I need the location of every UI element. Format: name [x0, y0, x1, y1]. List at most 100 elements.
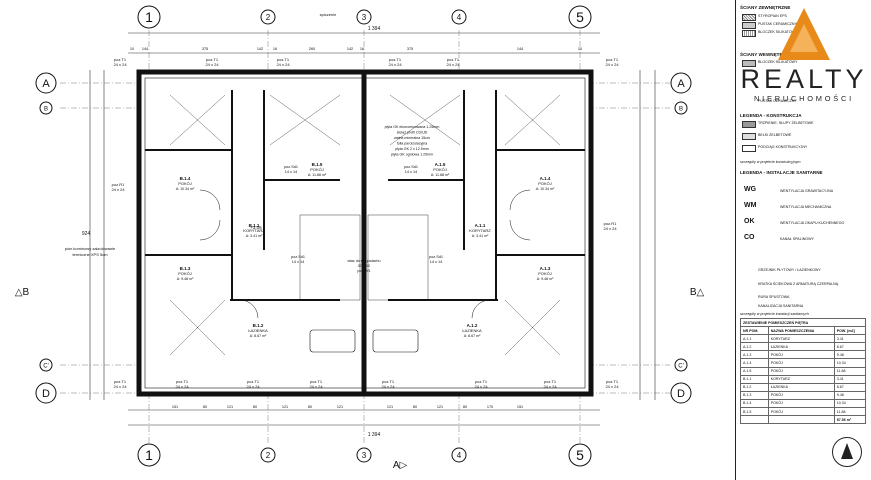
dim-bottom: 170 [487, 405, 493, 409]
dim-bottom: 80 [463, 405, 467, 409]
axis-circle [137, 5, 161, 29]
room-name: KORYTARZ [469, 228, 491, 233]
brand-subtitle: NIERUCHOMOŚCI [753, 94, 855, 103]
side-note: termiczne XPS 5cm [72, 252, 108, 257]
girder-symbol [742, 145, 756, 152]
window-size: 24 x 24 [113, 384, 127, 389]
legend-construction-3: PODCIĄG KONSTRUKCYJNY [758, 145, 808, 149]
axis-circle [35, 382, 57, 404]
axis-circle [451, 9, 467, 25]
construction-note: wełna mineralna 15cm [394, 136, 430, 140]
dim-top: 142 [257, 47, 263, 51]
legend-sewage: KANALIZACJA SANITARNA [758, 304, 804, 308]
dim-top: 10 [130, 47, 134, 51]
room-name: POKÓJ [310, 167, 324, 172]
room-area: A: 10.34 m² [176, 187, 195, 191]
axis-label-5: 5 [576, 447, 584, 463]
axis-label-2: 2 [266, 13, 271, 22]
window-size: 24 x 24 [246, 384, 260, 389]
table-cell: 87.56 m² [833, 415, 867, 425]
axis-circle [674, 358, 688, 372]
skylight-code: poz.Sd1 [429, 255, 443, 259]
window-size: 24 x 24 [276, 62, 290, 67]
room-area: A: 11.88 m² [431, 173, 450, 177]
window-code: poz.T1 [389, 57, 402, 62]
section-b-right: B△ [690, 287, 705, 298]
skylight-size: 14 x 14 [405, 170, 417, 174]
room-code: A.1.2 [467, 323, 478, 328]
axis-circle [39, 358, 53, 372]
table-cell: POKÓJ [767, 407, 835, 417]
axis-label-B: B [44, 107, 48, 113]
dim-top: 10 [578, 47, 582, 51]
window-size: 24 x 24 [446, 62, 460, 67]
window-size: 24 x 24 [309, 384, 323, 389]
window-size: 24 x 24 [381, 384, 395, 389]
room-code: A.1.1 [475, 223, 486, 228]
brand-name: REALTY [740, 64, 868, 94]
room-code: B.1.5 [312, 162, 323, 167]
axis-label-3: 3 [362, 13, 367, 22]
table-cell: A.1.2 [740, 342, 769, 352]
table-cell: KORYTARZ [767, 334, 835, 344]
legend-inner-2: PUSTAK CERAMICZNY [758, 99, 797, 103]
table-cell: 3.41 [833, 374, 867, 384]
legend-radiator: GRZEJNIK PŁYTOWY / ŁAZIENKOWY [758, 268, 821, 272]
window-code: poz.T1 [247, 379, 260, 384]
table-cell: A.1.1 [740, 334, 769, 344]
axis-circle [670, 72, 692, 94]
dim-bottom: 121 [282, 405, 288, 409]
construction-title: LEGENDA - KONSTRUKCJA [740, 113, 802, 118]
sanitary-label: KANAŁ SPALINOWY [780, 237, 814, 241]
table-title-row: ZESTAWIENIE POMIESZCZEŃ PIĘTRA [740, 317, 866, 328]
table-total: 87.56 m² [740, 415, 867, 425]
window-code: poz.T1 [606, 379, 619, 384]
room-code: B.1.2 [253, 323, 264, 328]
sanitary-symbol: WG [744, 186, 757, 193]
dim-top: 260 [309, 47, 315, 51]
window-size: 24 x 24 [175, 384, 189, 389]
table-cell: NR POM. [740, 326, 769, 336]
axis-circle [674, 101, 688, 115]
north-arrow-icon [841, 443, 853, 459]
dim-bottom: 121 [227, 405, 233, 409]
table-cell: POKÓJ [767, 398, 835, 409]
table-cell: A.1.5 [740, 366, 769, 376]
axis-circle [260, 9, 276, 25]
axis-label-D: D [677, 388, 685, 400]
axis-circle [670, 382, 692, 404]
dim-bottom: 80 [253, 405, 257, 409]
dim-top: 16 [273, 47, 277, 51]
construction-note: płyta GK 2 x 12.5mm [395, 147, 429, 151]
brand-logo: REALTY NIERUCHOMOŚCI [736, 8, 871, 103]
axis-label-B: B [679, 107, 683, 113]
axis-label-C': C' [43, 364, 48, 370]
beam-symbol [742, 133, 756, 140]
hatch-note: 50 x 50 [358, 264, 370, 268]
window-size: 24 x 24 [543, 384, 557, 389]
window-size: 24 x 24 [603, 226, 617, 231]
legend-panel: ŚCIANY ZEWNĘTRZNE STYROPIAN EPS PUSTAK C… [735, 0, 871, 480]
dim-bottom: 80 [203, 405, 207, 409]
room-name: KORYTARZ [243, 228, 265, 233]
room-area: A: 10.34 m² [536, 187, 555, 191]
table-cell: POKÓJ [767, 350, 835, 360]
room-area: A: 8.67 m² [250, 334, 267, 338]
table-cell: 11.88 [833, 366, 867, 376]
table-cell: 11.88 [833, 407, 867, 417]
skylight-code: poz.Sd1 [291, 255, 305, 259]
table-title: ZESTAWIENIE POMIESZCZEŃ PIĘTRA [740, 317, 866, 328]
window-code: poz.T1 [176, 379, 189, 384]
room-code: B.1.4 [180, 176, 191, 181]
window-size: 24 x 24 [388, 62, 402, 67]
table-cell: B.1.4 [740, 398, 769, 409]
room-code: A.1.4 [540, 176, 551, 181]
dim-bottom: 121 [437, 405, 443, 409]
dim-bottom: 121 [337, 405, 343, 409]
north-arrow: N [832, 437, 862, 467]
